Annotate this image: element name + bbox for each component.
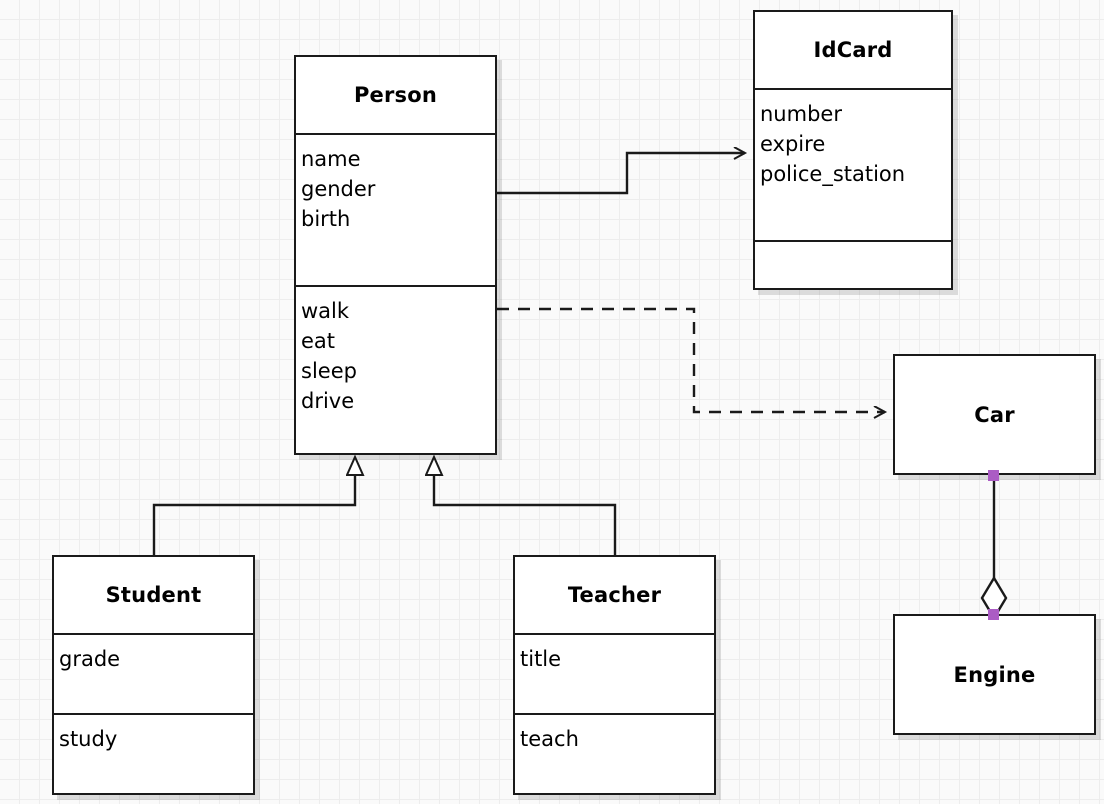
- class-car-title: Car: [974, 402, 1015, 427]
- method: drive: [301, 389, 355, 413]
- class-person[interactable]: Person name gender birth walk eat sleep …: [294, 55, 497, 455]
- method: teach: [520, 727, 579, 751]
- attribute: name: [301, 147, 361, 171]
- class-student[interactable]: Student grade study: [52, 555, 255, 795]
- method: eat: [301, 329, 336, 353]
- class-student-methods: study: [54, 713, 253, 793]
- method: walk: [301, 299, 350, 323]
- class-idcard-attributes: number expire police_station: [755, 88, 951, 240]
- edge-teacher-person[interactable]: [434, 475, 617, 555]
- class-person-methods: walk eat sleep drive: [296, 285, 495, 453]
- class-person-attributes: name gender birth: [296, 133, 495, 285]
- edge-person-idcard[interactable]: [497, 153, 745, 195]
- attribute: police_station: [760, 162, 906, 186]
- attribute: birth: [301, 207, 351, 231]
- class-student-title: Student: [105, 583, 202, 607]
- edge-handle-target[interactable]: [988, 609, 999, 620]
- class-teacher-attributes: title: [515, 633, 714, 713]
- class-car[interactable]: Car: [893, 354, 1096, 475]
- class-idcard[interactable]: IdCard number expire police_station: [753, 10, 953, 290]
- class-person-title: Person: [353, 83, 438, 107]
- attribute: title: [520, 647, 562, 671]
- attribute: gender: [301, 177, 376, 201]
- attribute: number: [760, 102, 842, 126]
- edge-student-person[interactable]: [152, 475, 355, 555]
- method: study: [59, 727, 118, 751]
- attribute: expire: [760, 132, 826, 156]
- class-engine[interactable]: Engine: [893, 614, 1096, 735]
- attribute: grade: [59, 647, 121, 671]
- class-idcard-title: IdCard: [813, 38, 893, 62]
- class-teacher-title: Teacher: [567, 583, 662, 607]
- edge-handle-source[interactable]: [988, 470, 999, 481]
- class-engine-title: Engine: [953, 662, 1036, 687]
- method: sleep: [301, 359, 357, 383]
- class-teacher-methods: teach: [515, 713, 714, 793]
- class-idcard-methods: [755, 240, 951, 288]
- class-student-attributes: grade: [54, 633, 253, 713]
- class-teacher[interactable]: Teacher title teach: [513, 555, 716, 795]
- edge-car-engine[interactable]: [980, 475, 1008, 621]
- edge-person-car[interactable]: [497, 307, 885, 412]
